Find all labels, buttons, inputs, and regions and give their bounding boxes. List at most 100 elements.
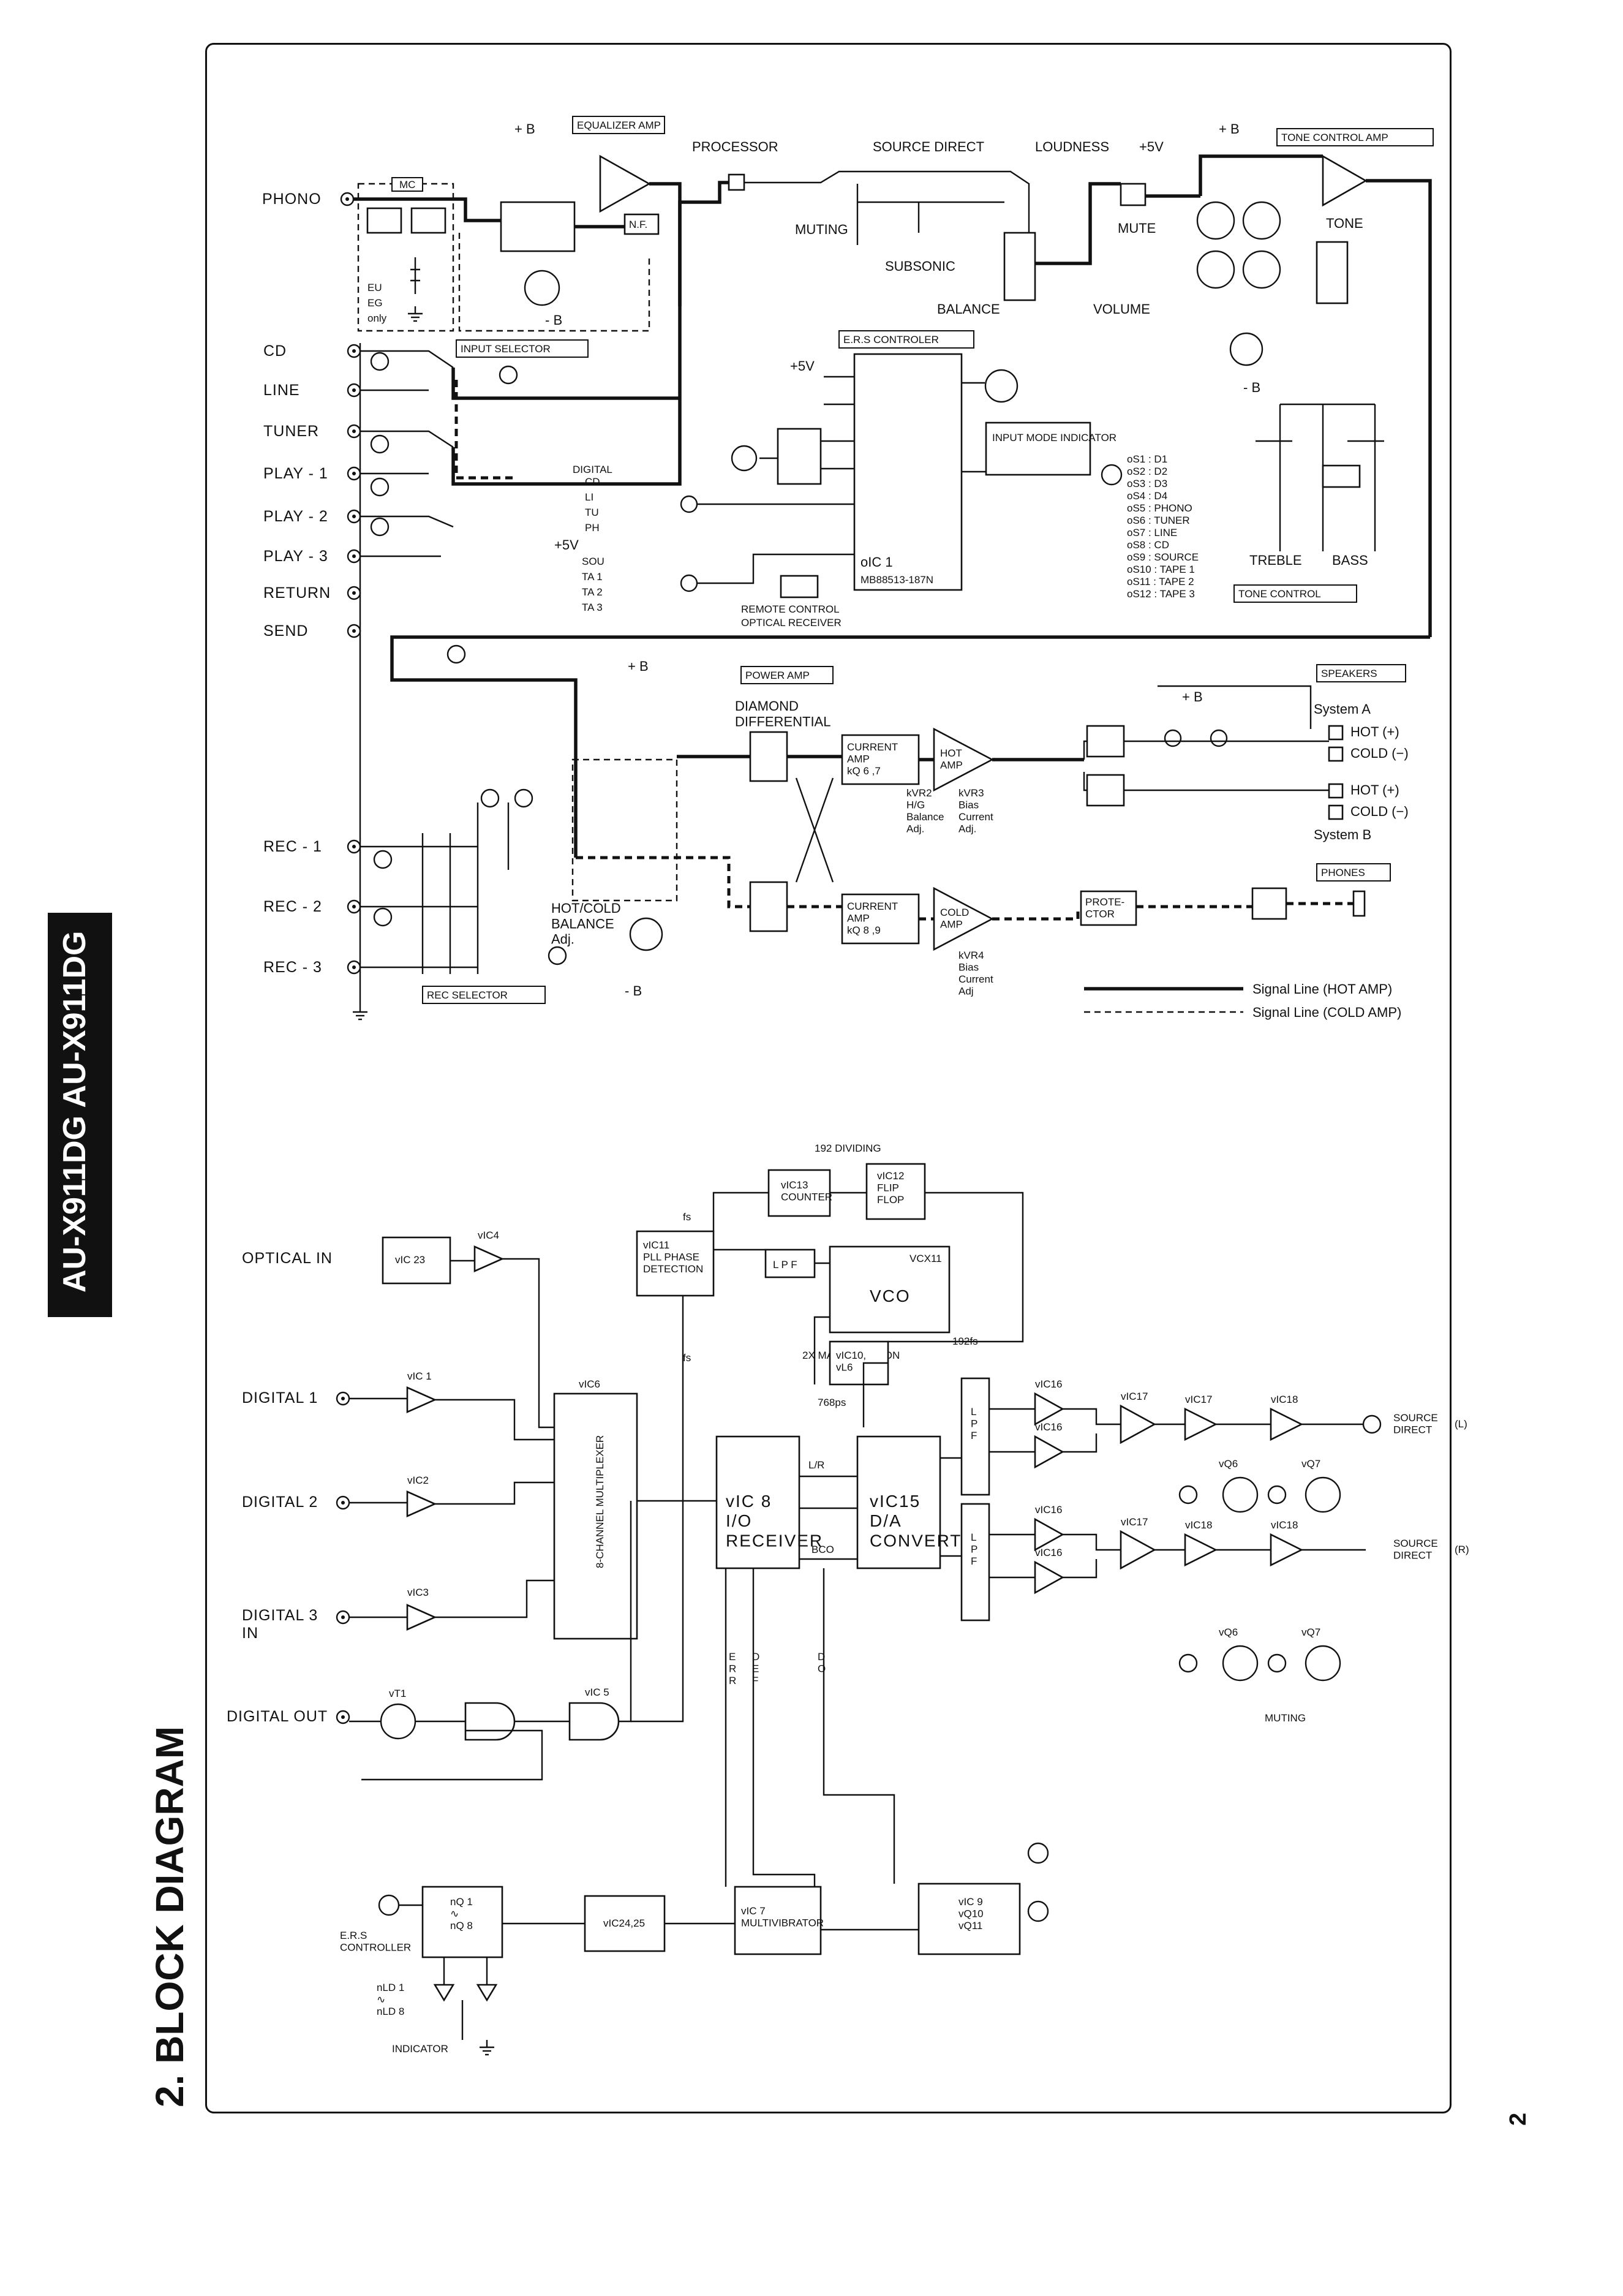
analog-out-wiring bbox=[940, 1408, 1366, 1579]
vic16-l-a-label: vIC16 bbox=[1035, 1378, 1062, 1390]
tone-output bbox=[1199, 154, 1432, 637]
vic17-r bbox=[1120, 1530, 1156, 1570]
vic18-l-a bbox=[1184, 1407, 1218, 1441]
remote-label: REMOTE CONTROL bbox=[741, 603, 840, 615]
input-label-tuner: TUNER bbox=[263, 423, 319, 440]
ers-ic-ref: οIC 1 bbox=[860, 554, 893, 570]
tag-c-2 bbox=[514, 788, 533, 808]
speakers-title: SPEAKERS bbox=[1321, 668, 1377, 679]
vic18-l-b bbox=[1270, 1407, 1303, 1441]
phono-signal bbox=[353, 197, 501, 222]
digital1-label: DIGITAL 1 bbox=[242, 1389, 318, 1407]
speaker-wiring bbox=[1083, 685, 1329, 791]
power-amp-title: POWER AMP bbox=[745, 670, 810, 681]
tag-n-1 bbox=[1101, 464, 1123, 486]
tag-b-1 bbox=[370, 434, 390, 454]
vic16-l-b-label: vIC16 bbox=[1035, 1421, 1062, 1433]
vic7-multivibrator bbox=[734, 1886, 822, 1955]
led-nld1 bbox=[433, 1984, 455, 2002]
side-tab bbox=[48, 913, 112, 1317]
lamp-tape bbox=[680, 574, 698, 592]
transformer-kt1 bbox=[1251, 887, 1287, 920]
system-a-hot: HOT (+) bbox=[1350, 724, 1399, 739]
label-eu: EU bbox=[367, 282, 382, 293]
source-direct-l-ch: (L) bbox=[1455, 1418, 1467, 1430]
vic18-l-b-label: vIC18 bbox=[1271, 1394, 1298, 1405]
svg-text:οS4 : D4: οS4 : D4 bbox=[1127, 490, 1167, 502]
processor-jack bbox=[728, 173, 745, 191]
nf-label: N.F. bbox=[629, 219, 647, 230]
vic24-label: vIC24,25 bbox=[603, 1917, 645, 1929]
speakers-tag bbox=[1316, 664, 1406, 682]
tag-d-2 bbox=[373, 850, 393, 869]
lamp-plus-5v: +5V bbox=[554, 537, 579, 553]
input-label-send: SEND bbox=[263, 622, 308, 640]
transformer-it1 bbox=[410, 257, 420, 294]
vic3-label: vIC3 bbox=[407, 1587, 429, 1598]
vic1-buffer bbox=[406, 1386, 437, 1414]
vic17-l bbox=[1120, 1404, 1156, 1444]
pa-plus-b: + B bbox=[628, 659, 649, 674]
tag-l-3 bbox=[1027, 1842, 1049, 1864]
optical-receiver-label: OPTICAL RECEIVER bbox=[741, 617, 842, 629]
ers-tag bbox=[838, 330, 974, 349]
mux-label: 8-CHANNEL MULTIPLEXER bbox=[594, 1435, 606, 1568]
tag-f-2 bbox=[548, 946, 567, 965]
volume-label: VOLUME bbox=[1093, 301, 1150, 317]
input-label-cd: CD bbox=[263, 342, 287, 360]
input-selector-bus bbox=[451, 306, 682, 486]
vic18-r-b-label: vIC18 bbox=[1271, 1519, 1298, 1531]
system-b-cold: COLD (−) bbox=[1350, 804, 1409, 819]
rec-label-2: REC - 2 bbox=[263, 898, 322, 915]
label-eg: EG bbox=[367, 297, 383, 309]
vic9-block bbox=[917, 1882, 1021, 1955]
transistor-jq1 bbox=[1229, 332, 1263, 366]
tone-switch bbox=[1316, 241, 1349, 304]
vic23-label: vIC 23 bbox=[395, 1254, 425, 1266]
vic5-gate-a bbox=[464, 1702, 516, 1741]
input-label-phono: PHONO bbox=[262, 191, 322, 208]
tag-a-1 bbox=[370, 352, 390, 371]
svg-text:οS11 : TAPE 2: οS11 : TAPE 2 bbox=[1127, 576, 1194, 587]
hot-signal-path bbox=[429, 678, 1084, 858]
lamp-label-ta3: TA 3 bbox=[582, 602, 603, 613]
svg-text:οS3 : D3: οS3 : D3 bbox=[1127, 478, 1167, 489]
subsonic-label: SUBSONIC bbox=[885, 259, 955, 274]
diagram-frame bbox=[205, 43, 1452, 2113]
spk-b-hot bbox=[1328, 783, 1344, 799]
volume-pot bbox=[1003, 232, 1036, 301]
vco-label: VCO bbox=[870, 1286, 911, 1305]
ps768-label: 768ps bbox=[818, 1397, 846, 1408]
dividing-label: 192 DIVIDING bbox=[815, 1142, 881, 1154]
input-diff-stage bbox=[571, 758, 678, 902]
optical-in-label: OPTICAL IN bbox=[242, 1250, 333, 1267]
nq-label: nQ 1∿nQ 8 bbox=[450, 1896, 473, 1932]
system-a-cold: COLD (−) bbox=[1350, 746, 1409, 761]
ers-wiring bbox=[399, 1568, 919, 2040]
system-b-hot: HOT (+) bbox=[1350, 782, 1399, 798]
digital-out-label: DIGITAL OUT bbox=[227, 1708, 328, 1725]
phono-dashed bbox=[458, 233, 650, 332]
vic16-r-a-label: vIC16 bbox=[1035, 1504, 1062, 1516]
tone-network bbox=[1256, 403, 1384, 551]
svg-text:οS5 : PHONO: οS5 : PHONO bbox=[1127, 502, 1192, 514]
source-direct-r-ch: (R) bbox=[1455, 1544, 1469, 1555]
nf-box bbox=[623, 213, 660, 235]
equalizer-amp-tag bbox=[572, 116, 665, 134]
vic12-flipflop bbox=[865, 1163, 926, 1220]
input-selector-dashed bbox=[454, 380, 514, 480]
mux-wiring bbox=[349, 1258, 717, 1723]
vic16-r-b bbox=[1034, 1560, 1064, 1595]
tag-l-1 bbox=[1178, 1485, 1198, 1505]
ers-title: E.R.S CONTROLER bbox=[843, 334, 939, 346]
ers-ic-name: MB88513-187N bbox=[860, 574, 933, 586]
tone-control-tag bbox=[1233, 584, 1357, 603]
to-processor bbox=[678, 181, 729, 306]
label-only: only bbox=[367, 312, 387, 324]
digital-out-wiring bbox=[349, 1501, 632, 1781]
